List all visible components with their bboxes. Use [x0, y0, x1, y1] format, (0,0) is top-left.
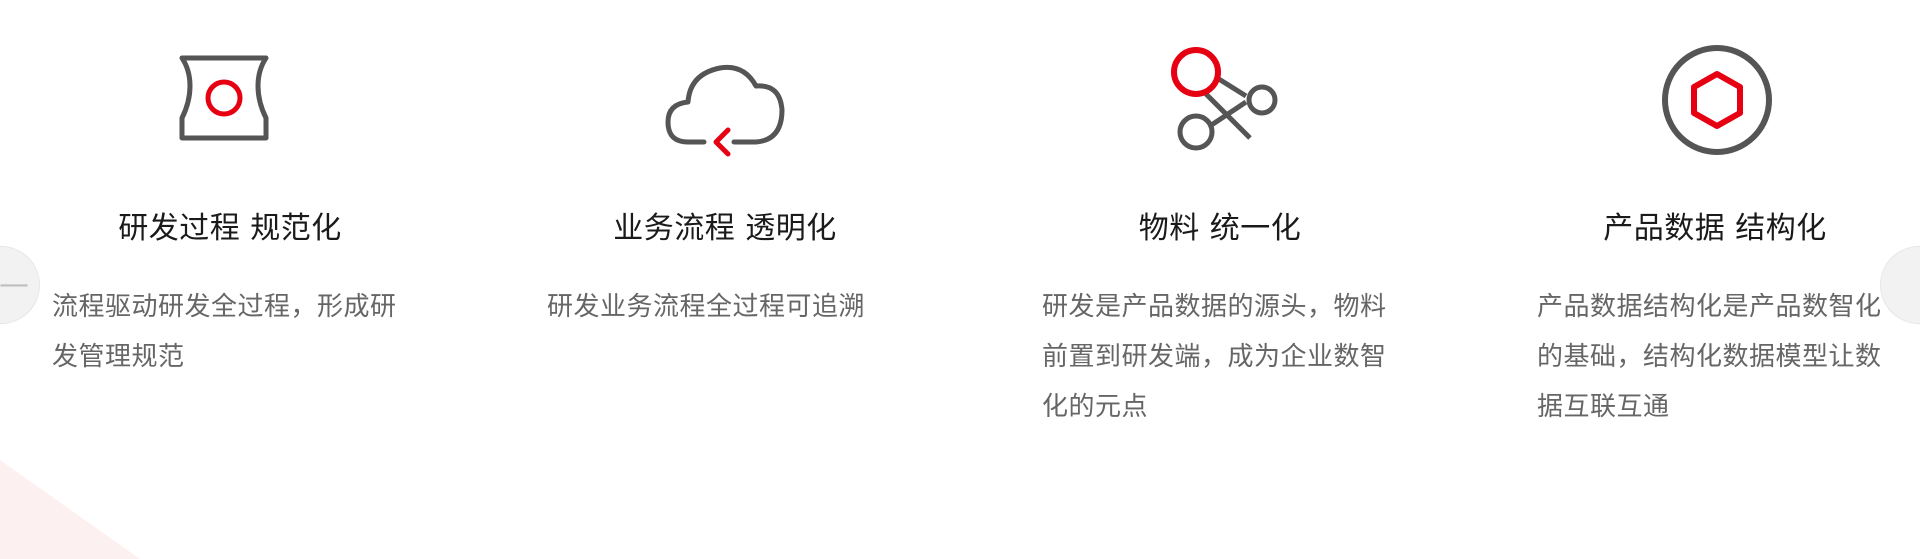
cloud-return-icon — [662, 38, 790, 162]
feature-description: 研发业务流程全过程可追溯 — [547, 292, 866, 322]
minus-icon: — — [0, 267, 29, 302]
feature-title: 业务流程 透明化 — [613, 211, 837, 246]
feature-description: 流程驱动研发全过程，形成研 发管理规范 — [52, 292, 397, 372]
feature-card-materials: 物料 统一化 研发是产品数据的源头，物料 前置到研发端，成为企业数智 化的元点 — [1010, 0, 1430, 559]
feature-description: 研发是产品数据的源头，物料 前置到研发端，成为企业数智 化的元点 — [1042, 292, 1387, 422]
hexagon-circle-icon — [1653, 38, 1781, 162]
feature-title: 物料 统一化 — [1138, 211, 1302, 246]
share-nodes-icon — [1158, 38, 1286, 162]
feature-description: 产品数据结构化是产品数智化 的基础，结构化数据模型让数 据互联互通 — [1537, 292, 1882, 422]
feature-title: 产品数据 结构化 — [1603, 211, 1827, 246]
ticket-circle-icon — [166, 38, 294, 162]
feature-card-data: 产品数据 结构化 产品数据结构化是产品数智化 的基础，结构化数据模型让数 据互联… — [1505, 0, 1920, 559]
feature-card-business: 业务流程 透明化 研发业务流程全过程可追溯 — [515, 0, 935, 559]
feature-card-process: 研发过程 规范化 流程驱动研发全过程，形成研 发管理规范 — [20, 0, 440, 559]
feature-title: 研发过程 规范化 — [118, 211, 342, 246]
